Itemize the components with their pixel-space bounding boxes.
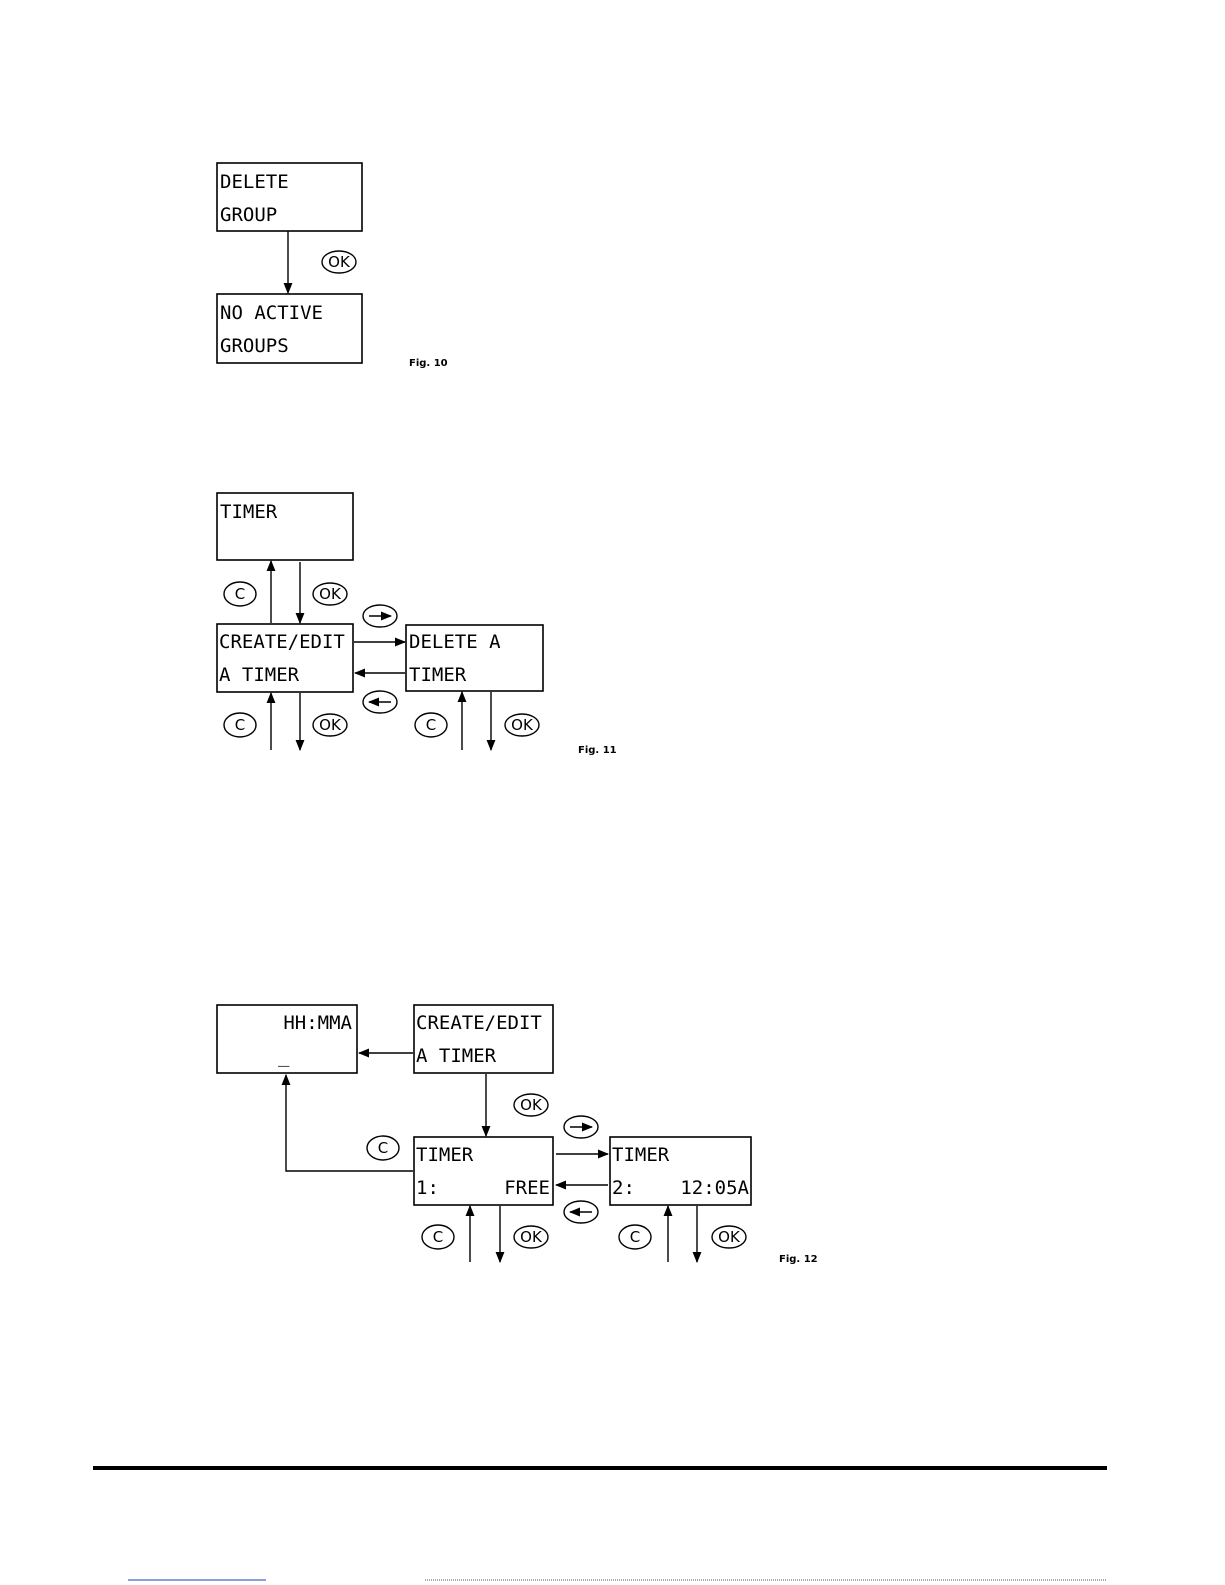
screen-delete-group: DELETE GROUP [217, 163, 362, 231]
fig12: HH:MMA _ CREATE/EDIT A TIMER OK C TIMER … [217, 1005, 818, 1265]
c-button: C [422, 1225, 454, 1249]
c-button: C [367, 1136, 399, 1160]
screen-line-1: CREATE/EDIT [416, 1012, 542, 1034]
c-label: C [378, 1139, 388, 1157]
c-button: C [415, 713, 447, 737]
ok-button: OK [712, 1226, 746, 1248]
right-arrow-button [564, 1116, 598, 1138]
fig11: TIMER C OK CREATE/EDIT A TIMER DELETE A … [217, 493, 617, 756]
ok-label: OK [319, 716, 342, 734]
ok-label: OK [511, 716, 534, 734]
timer-status: FREE [504, 1177, 550, 1199]
ok-button: OK [313, 714, 347, 736]
screen-line-2: TIMER [409, 664, 467, 686]
screen-time-entry: HH:MMA _ [217, 1005, 357, 1073]
ok-label: OK [520, 1228, 543, 1246]
ok-button: OK [505, 714, 539, 736]
ok-label: OK [718, 1228, 741, 1246]
ok-button: OK [322, 251, 356, 273]
c-label: C [630, 1228, 640, 1246]
timer-slot: 2: [612, 1177, 635, 1199]
screen-line-1: HH:MMA [283, 1012, 352, 1034]
c-label: C [235, 585, 245, 603]
screen-create-edit: CREATE/EDIT A TIMER [217, 624, 353, 692]
screen-line-2: A TIMER [416, 1045, 497, 1067]
timer-status: 12:05A [680, 1177, 749, 1199]
screen-line-1: TIMER [220, 501, 278, 523]
figure-caption: Fig. 11 [578, 745, 617, 756]
c-button: C [619, 1225, 651, 1249]
screen-no-active-groups: NO ACTIVE GROUPS [217, 294, 362, 363]
c-label: C [235, 716, 245, 734]
screen-line-2: GROUPS [220, 335, 289, 357]
c-button: C [224, 582, 256, 606]
right-arrow-button [363, 605, 397, 627]
footer-rule [93, 1466, 1107, 1470]
cursor: _ [278, 1045, 290, 1067]
screen-line-1: CREATE/EDIT [219, 631, 345, 653]
ok-button: OK [514, 1226, 548, 1248]
ok-label: OK [328, 253, 351, 271]
figure-caption: Fig. 10 [409, 358, 448, 369]
c-label: C [433, 1228, 443, 1246]
fig10: DELETE GROUP OK NO ACTIVE GROUPS Fig. 10 [217, 163, 448, 369]
left-arrow-button [363, 691, 397, 713]
screen-timer: TIMER [217, 493, 353, 560]
ok-button: OK [514, 1094, 548, 1116]
screen-line-1: TIMER [612, 1144, 670, 1166]
figure-caption: Fig. 12 [779, 1254, 818, 1265]
screen-line-1: DELETE A [409, 631, 501, 653]
screen-create-edit: CREATE/EDIT A TIMER [414, 1005, 553, 1073]
screen-line-1: TIMER [416, 1144, 474, 1166]
timer-slot: 1: [416, 1177, 439, 1199]
c-label: C [426, 716, 436, 734]
ok-label: OK [319, 585, 342, 603]
screen-line-2: GROUP [220, 204, 277, 226]
screen-timer-2: TIMER 2: 12:05A [610, 1137, 751, 1205]
screen-timer-1: TIMER 1: FREE [414, 1137, 553, 1205]
left-arrow-button [564, 1201, 598, 1223]
ok-label: OK [520, 1096, 543, 1114]
screen-delete-timer: DELETE A TIMER [406, 625, 543, 691]
screen-line-1: NO ACTIVE [220, 302, 323, 324]
c-button: C [224, 713, 256, 737]
screen-line-1: DELETE [220, 171, 289, 193]
ok-button: OK [313, 583, 347, 605]
screen-line-2: A TIMER [219, 664, 300, 686]
